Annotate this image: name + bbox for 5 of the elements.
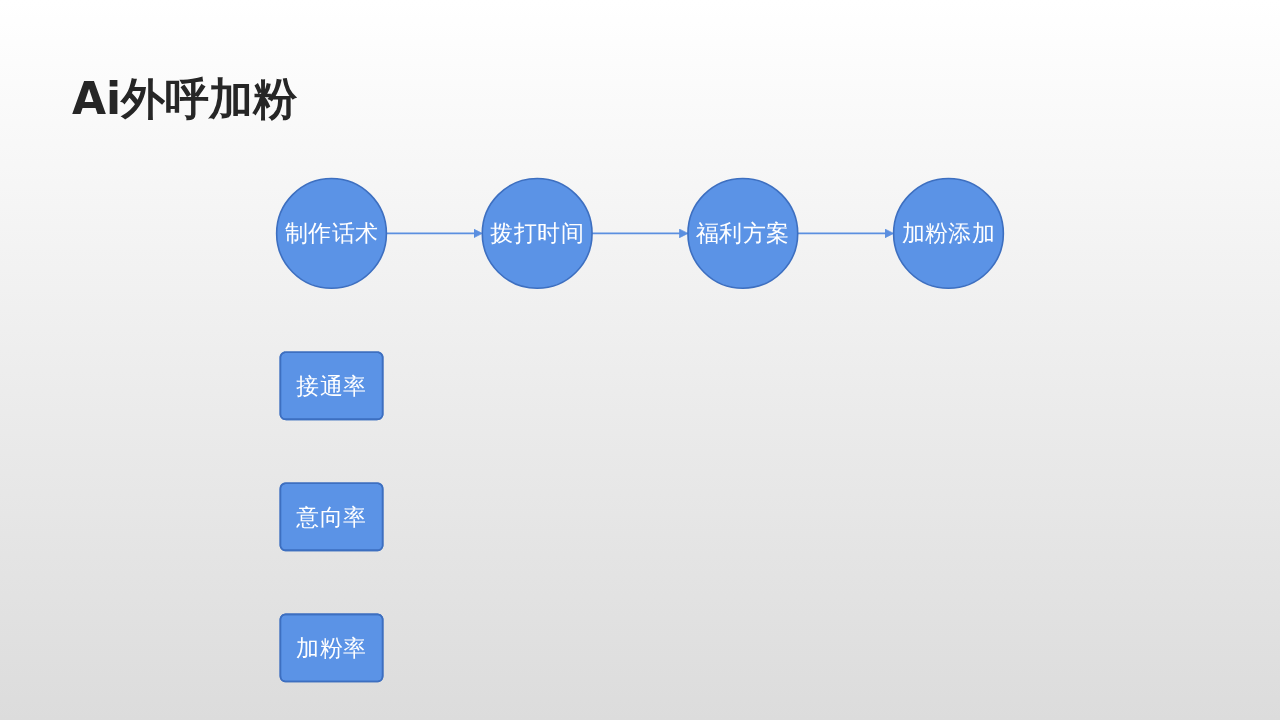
node-circle: 加粉添加 (892, 177, 1005, 290)
node-circle: 拨打时间 (481, 177, 593, 290)
node-circle: 制作话术 (275, 177, 388, 290)
node-circle: 福利方案 (687, 177, 799, 290)
slide-title: Ai外呼加粉 (72, 72, 298, 126)
